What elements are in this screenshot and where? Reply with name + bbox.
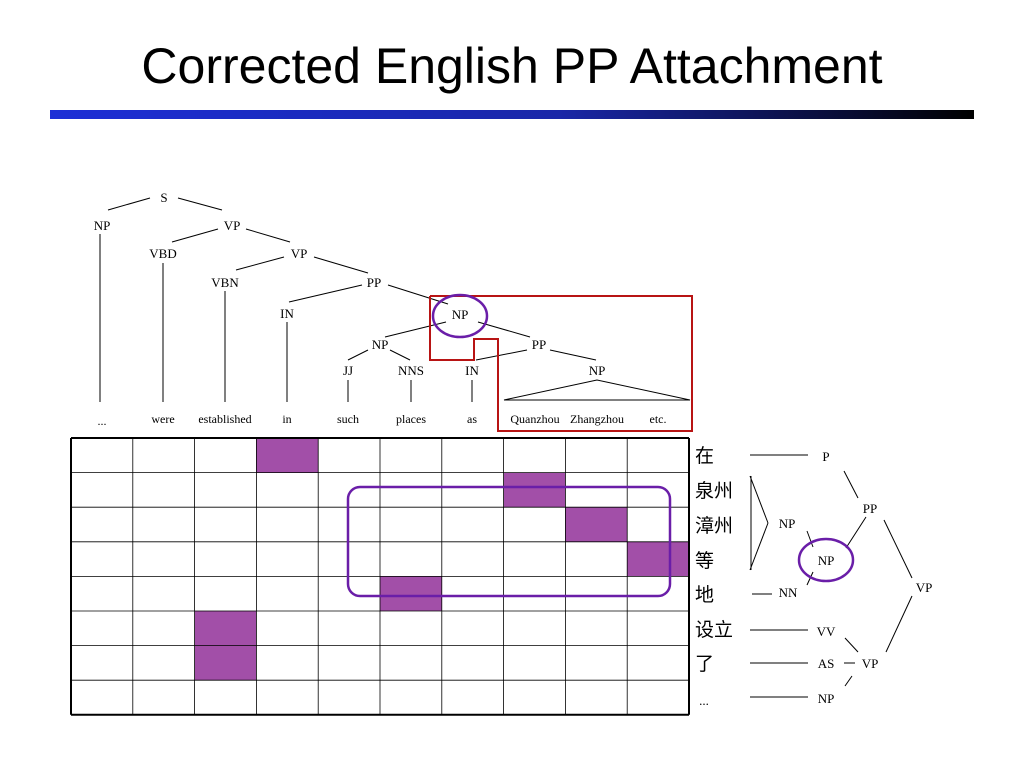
zh-node-vp-top: VP [916, 580, 933, 595]
aligned-cell [256, 438, 319, 473]
reordered-span-box [346, 485, 672, 598]
word-zhangzhou: Zhangzhou [570, 412, 624, 426]
zh-word-le: 了 [695, 653, 714, 675]
english-tree-edges [99, 197, 691, 402]
english-words: ... were established in such places as Q… [98, 412, 667, 428]
zh-node-np-places: NP [779, 516, 796, 531]
word-quanzhou: Quanzhou [510, 412, 559, 426]
chinese-tree-edges [749, 454, 913, 698]
tree-node-np-subject: NP [94, 218, 111, 233]
word-as: as [467, 412, 477, 426]
zh-node-nn: NN [779, 585, 798, 600]
tree-node-pp-as: PP [532, 337, 546, 352]
tree-node-nns: NNS [398, 363, 424, 378]
tree-node-np-names: NP [589, 363, 606, 378]
slide-title: Corrected English PP Attachment [141, 38, 883, 94]
tree-node-vp: VP [224, 218, 241, 233]
word-established: established [198, 412, 251, 426]
tree-node-vbn: VBN [211, 275, 239, 290]
english-tree-labels: S NP VP VBD VP VBN PP IN NP NP PP JJ NNS… [94, 190, 606, 378]
aligned-cells [194, 438, 689, 681]
tree-node-pp: PP [367, 275, 381, 290]
zh-node-vv: VV [817, 624, 836, 639]
aligned-cell [380, 576, 442, 611]
word-places: places [396, 412, 426, 426]
zh-node-vp-low: VP [862, 656, 879, 671]
zh-node-pp: PP [863, 501, 877, 516]
aligned-cell [503, 472, 566, 508]
zh-word-zai: 在 [695, 445, 714, 467]
zh-word-quanzhou: 泉州 [695, 480, 733, 502]
chinese-np-circle [797, 537, 855, 583]
zh-node-np-last: NP [818, 691, 835, 706]
zh-node-np-top: NP [818, 553, 835, 568]
aligned-cell [194, 645, 257, 681]
zh-word-deng: 等 [695, 550, 714, 572]
aligned-cell [194, 611, 257, 646]
zh-node-as: AS [818, 656, 835, 671]
word-were: were [151, 412, 174, 426]
tree-node-vp-inner: VP [291, 246, 308, 261]
zh-word-di: 地 [695, 584, 714, 606]
word-in: in [282, 412, 291, 426]
english-np-circle [431, 293, 489, 339]
alignment-grid [70, 437, 690, 716]
tree-node-vbd: VBD [149, 246, 176, 261]
chinese-tree-labels: P PP NP NP NN VP VV AS VP NP [779, 449, 933, 706]
aligned-cell [565, 507, 628, 542]
tree-node-in: IN [280, 306, 294, 321]
title-rule [50, 110, 974, 119]
zh-word-sheli: 设立 [695, 619, 733, 641]
tree-node-np-inner: NP [372, 337, 389, 352]
zh-word-zhangzhou: 漳州 [695, 515, 733, 537]
correction-highlight-box [429, 295, 693, 432]
zh-node-p: P [822, 449, 829, 464]
grid-lines [70, 437, 690, 716]
chinese-words: 在 泉州 漳州 等 地 设立 了 ... [695, 445, 733, 708]
tree-node-in-as: IN [465, 363, 479, 378]
aligned-cell [627, 541, 689, 577]
tree-node-jj: JJ [343, 363, 353, 378]
tree-node-np-object: NP [452, 307, 469, 322]
tree-node-s: S [160, 190, 167, 205]
zh-word-ellipsis: ... [699, 693, 709, 708]
word-ellipsis: ... [98, 414, 107, 428]
word-such: such [337, 412, 359, 426]
word-etc: etc. [650, 412, 667, 426]
